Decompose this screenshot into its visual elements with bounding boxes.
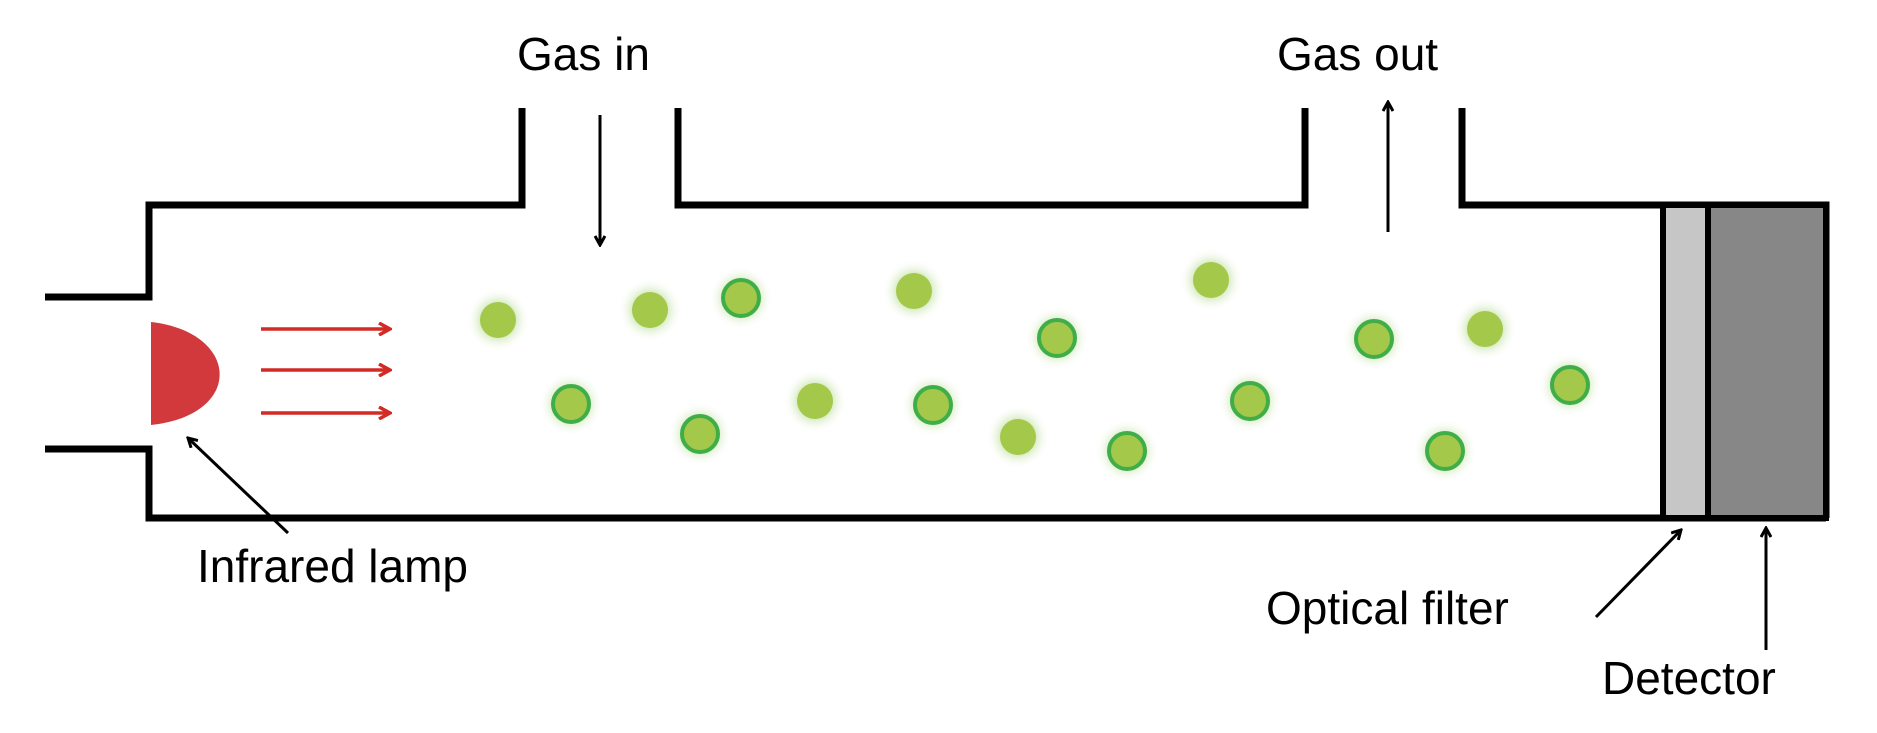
gas-molecule: [539, 372, 603, 436]
gas-molecule: [882, 259, 946, 323]
gas-out-label: Gas out: [1277, 28, 1439, 80]
gas-molecule: [1342, 307, 1406, 371]
gas-molecule: [1025, 306, 1089, 370]
gas-molecule: [1179, 248, 1243, 312]
optical-filter-pointer-arrow: [1594, 530, 1681, 619]
optical-filter-block: [1660, 202, 1711, 521]
gas-molecule: [1095, 419, 1159, 483]
infrared-lamp-label: Infrared lamp: [197, 540, 469, 592]
gas-molecule: [466, 288, 530, 352]
detector-label: Detector: [1602, 652, 1776, 704]
gas-molecule: [618, 278, 682, 342]
gas-molecule: [986, 405, 1050, 469]
gas-molecule: [1453, 297, 1517, 361]
optical-filter-label: Optical filter: [1266, 582, 1509, 634]
gas-molecule: [1413, 419, 1477, 483]
infrared-beams: [261, 329, 390, 413]
gas-molecule: [783, 369, 847, 433]
gas-molecule: [901, 373, 965, 437]
gas-molecules: [466, 248, 1602, 483]
infrared-lamp-pointer-arrow: [188, 438, 290, 535]
gas-chamber: [45, 108, 1830, 522]
chamber-top-wall-left: [45, 108, 526, 301]
chamber-bottom-wall: [45, 445, 1826, 522]
gas-molecule: [668, 402, 732, 466]
gas-in-label: Gas in: [517, 28, 650, 80]
chamber-top-wall-middle: [674, 108, 1309, 209]
gas-molecule: [709, 266, 773, 330]
detector-block: [1705, 202, 1829, 521]
gas-molecule: [1538, 353, 1602, 417]
gas-molecule: [1218, 369, 1282, 433]
infrared-lamp-icon: [151, 322, 220, 425]
